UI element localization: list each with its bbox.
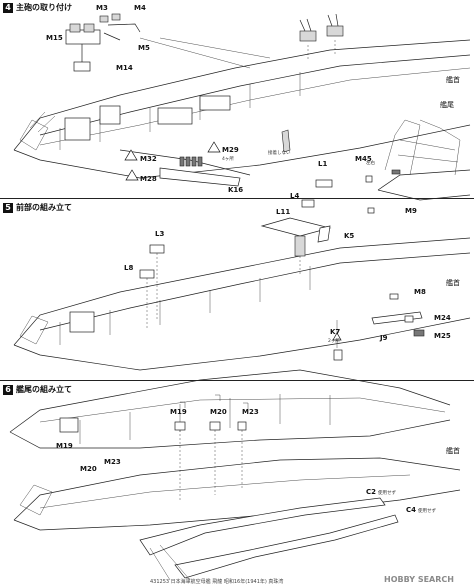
note: 2ヶ所 (328, 339, 340, 344)
section-title: 艦尾の組み立て (16, 385, 72, 394)
part-label: M20 (80, 465, 97, 473)
part-label: M3 (96, 4, 108, 12)
section-5-hull-drawing (13, 179, 471, 371)
section-title: 前部の組み立て (16, 203, 72, 212)
section-number: 6 (3, 384, 13, 395)
part-label: L4 (290, 192, 300, 200)
part-label: M4 (134, 4, 146, 12)
part-label: K5 (344, 232, 355, 240)
part-label: M5 (138, 44, 150, 52)
section-6-hull-drawing (9, 369, 461, 581)
part-label: M32 (140, 155, 157, 163)
note: 使用せず (418, 509, 436, 514)
footer-text: 431253 日本海軍航空母艦 飛龍 昭和16年(1941年) 真珠湾 (150, 579, 284, 585)
part-label: L8 (124, 264, 134, 272)
section-4-hull-drawing (13, 13, 471, 187)
divider (0, 380, 474, 381)
section-6-header: 6 艦尾の組み立て (3, 383, 72, 396)
section-4-header: 4 主砲の取り付け (3, 1, 72, 14)
part-label: M15 (46, 34, 63, 42)
note: 左右 (366, 161, 375, 166)
watermark: HOBBY SEARCH (384, 575, 454, 584)
part-label: C4 (406, 506, 417, 514)
direction-label: 艦尾 (440, 101, 454, 109)
part-label: M20 (210, 408, 227, 416)
part-label: L11 (276, 208, 291, 216)
section-number: 5 (3, 202, 13, 213)
part-label: J9 (380, 334, 388, 342)
direction-label: 艦首 (446, 447, 460, 455)
part-label: K16 (228, 186, 244, 194)
part-label: C2 (366, 488, 377, 496)
direction-label: 艦首 (446, 76, 460, 84)
part-label: L3 (155, 230, 165, 238)
note: 4ヶ所 (222, 157, 234, 162)
direction-label: 艦首 (446, 279, 460, 287)
part-label: M24 (434, 314, 451, 322)
part-label: M9 (405, 207, 417, 215)
part-label: K7 (330, 328, 341, 336)
part-label: M23 (104, 458, 121, 466)
divider (0, 198, 474, 199)
part-label: M45 (355, 155, 372, 163)
part-label: M19 (56, 442, 73, 450)
part-label: M25 (434, 332, 451, 340)
part-label: M29 (222, 146, 239, 154)
section-title: 主砲の取り付け (16, 3, 72, 12)
part-label: M8 (414, 288, 426, 296)
section-4-stern-inset (365, 119, 471, 214)
section-number: 4 (3, 2, 13, 13)
part-label: M14 (116, 64, 133, 72)
part-label: M19 (170, 408, 187, 416)
note: 使用せず (378, 491, 396, 496)
note: 接着しない (268, 151, 291, 156)
part-label: M28 (140, 175, 157, 183)
section-5-header: 5 前部の組み立て (3, 201, 72, 214)
part-label: M23 (242, 408, 259, 416)
part-label: L1 (318, 160, 328, 168)
